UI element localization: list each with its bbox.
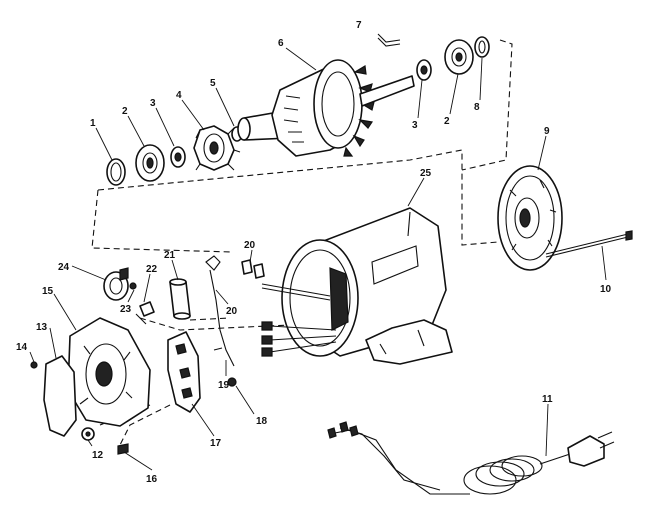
callout-14: 14 bbox=[16, 342, 28, 353]
callout-2-rear: 2 bbox=[444, 116, 450, 127]
part-14-screw bbox=[30, 361, 38, 369]
part-10-through-bolt bbox=[545, 230, 633, 258]
stator-lead-wires bbox=[261, 283, 337, 357]
callout-21: 21 bbox=[164, 250, 176, 261]
part-23-screw bbox=[129, 282, 137, 290]
part-18-screw bbox=[227, 377, 237, 387]
callout-20-upper: 20 bbox=[244, 240, 256, 251]
part-19-spring bbox=[209, 269, 235, 367]
part-12-nut bbox=[81, 427, 95, 441]
callout-5: 5 bbox=[210, 78, 216, 89]
callout-18: 18 bbox=[256, 416, 268, 427]
callout-9: 9 bbox=[544, 126, 550, 137]
callout-11: 11 bbox=[542, 394, 553, 405]
callout-15: 15 bbox=[42, 286, 54, 297]
part-2-bearing-front bbox=[135, 144, 165, 182]
callout-leaders bbox=[29, 47, 607, 471]
callout-6: 6 bbox=[278, 38, 284, 49]
callout-19: 19 bbox=[218, 380, 230, 391]
callout-20-lower: 20 bbox=[226, 306, 238, 317]
callout-23: 23 bbox=[120, 304, 132, 315]
part-20-terminals bbox=[205, 255, 265, 279]
callout-8: 8 bbox=[474, 102, 480, 113]
part-8-retaining-ring bbox=[474, 36, 490, 58]
callout-2: 2 bbox=[122, 106, 128, 117]
callout-4: 4 bbox=[176, 90, 182, 101]
callout-16: 16 bbox=[146, 474, 158, 485]
part-16-screw bbox=[117, 443, 129, 455]
callout-10: 10 bbox=[600, 284, 612, 295]
part-24-switch bbox=[103, 267, 129, 301]
part-1-retaining-ring bbox=[106, 158, 126, 186]
callout-1: 1 bbox=[90, 118, 96, 129]
part-21-capacitor bbox=[169, 278, 191, 320]
part-15-front-endbell bbox=[67, 317, 151, 427]
part-4-impeller bbox=[193, 125, 241, 171]
callout-17: 17 bbox=[210, 438, 222, 449]
part-9-rear-endbell bbox=[497, 165, 563, 271]
callout-3-rear: 3 bbox=[412, 120, 418, 131]
callout-7: 7 bbox=[356, 20, 362, 31]
callout-12: 12 bbox=[92, 450, 104, 461]
part-3-washer-front bbox=[170, 146, 186, 168]
callout-24: 24 bbox=[58, 262, 70, 273]
callout-labels: 1 2 3 4 5 6 7 3 2 8 9 25 10 20 20 21 22 … bbox=[16, 20, 612, 485]
part-11-power-cord bbox=[327, 421, 615, 495]
callout-22: 22 bbox=[146, 264, 158, 275]
part-17-switch-plate bbox=[167, 331, 201, 413]
part-13-cover-plate bbox=[43, 355, 77, 437]
callout-3: 3 bbox=[150, 98, 156, 109]
part-3-washer-rear bbox=[416, 59, 432, 81]
part-2-bearing-rear bbox=[444, 39, 474, 75]
callout-25: 25 bbox=[420, 168, 432, 179]
callout-13: 13 bbox=[36, 322, 48, 333]
part-25-motor-frame bbox=[281, 207, 453, 365]
part-22-clip bbox=[135, 301, 155, 325]
part-7-key bbox=[377, 33, 401, 47]
part-6-rotor bbox=[237, 59, 415, 157]
